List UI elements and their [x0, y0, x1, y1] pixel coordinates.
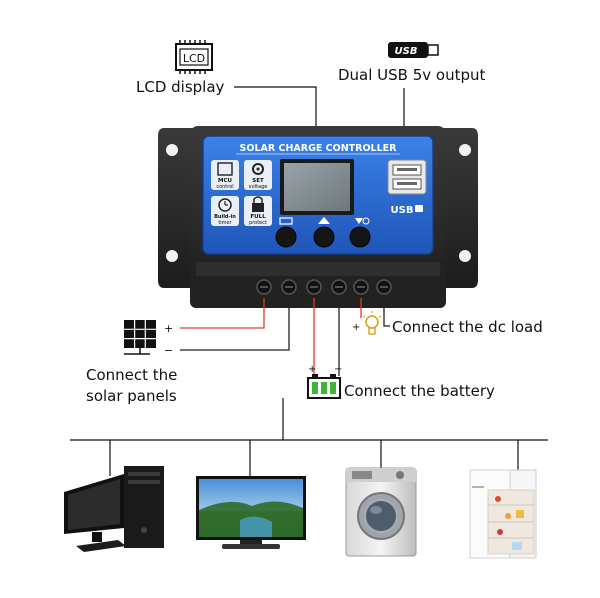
build-in-timer-icon: Build-in timer — [211, 196, 239, 226]
refrigerator-image — [469, 469, 537, 559]
usb-icon-text: USB — [395, 46, 418, 57]
menu-button[interactable] — [275, 226, 297, 248]
full-protect-icon: FULL protect — [244, 196, 272, 226]
load-plus-sign: + — [352, 322, 360, 333]
solar-minus-sign: − — [164, 344, 173, 357]
dual-usb-label: Dual USB 5v output — [338, 66, 486, 84]
usb-logo: USB — [391, 205, 423, 216]
panel-usb-label: USB — [391, 205, 414, 216]
button-symbols — [279, 217, 370, 225]
desktop-computer-image — [64, 466, 164, 552]
set-voltage-icon: SET voltage — [244, 160, 272, 190]
lcd-leader-line — [234, 86, 317, 130]
lcd-screen — [284, 163, 350, 211]
warning-icon — [318, 217, 330, 224]
bulb-icon — [362, 217, 370, 225]
build-in-label: Build-in — [214, 214, 236, 220]
connect-solar-label-line1: Connect the — [86, 366, 177, 384]
terminal-screws — [256, 279, 392, 295]
usb-stick-icon: USB — [388, 42, 439, 58]
full-sub: protect — [249, 220, 267, 226]
light-bulb-icon — [362, 311, 382, 335]
washing-machine-image — [345, 467, 417, 557]
connect-solar-label-line2: solar panels — [86, 387, 177, 405]
battery-plus-sign: + — [308, 364, 316, 375]
mount-hole — [459, 144, 471, 156]
mount-hole — [166, 250, 178, 262]
right-mounting-ear — [440, 128, 478, 288]
mount-hole — [166, 144, 178, 156]
mount-hole — [459, 250, 471, 262]
battery-icon — [307, 374, 341, 399]
set-label: SET — [252, 178, 264, 184]
left-mounting-ear — [158, 128, 198, 288]
solar-panel-icon — [124, 320, 156, 355]
distribution-bus — [70, 398, 548, 476]
charge-controller: SOLAR CHARGE CONTROLLER MCU control SET … — [158, 126, 478, 308]
connect-battery-label: Connect the battery — [344, 382, 495, 400]
solar-plus-sign: + — [164, 322, 173, 335]
set-sub: voltage — [249, 184, 268, 190]
solar-positive-wire — [180, 298, 265, 329]
lcd-icon-text: LCD — [183, 52, 205, 65]
load-negative-wire — [383, 298, 390, 327]
controller-title: SOLAR CHARGE CONTROLLER — [240, 143, 398, 154]
load-icon — [355, 218, 363, 224]
television-image — [196, 476, 306, 549]
wiring — [180, 298, 390, 376]
down-button[interactable] — [349, 226, 371, 248]
mcu-sub: control — [216, 184, 233, 190]
lcd-chip-icon: LCD — [175, 40, 213, 74]
usb-ports — [387, 159, 427, 195]
battery-minus-sign: − — [334, 364, 342, 375]
solar-negative-wire — [180, 298, 290, 351]
connect-dc-load-label: Connect the dc load — [392, 318, 543, 336]
up-button[interactable] — [313, 226, 335, 248]
build-in-sub: timer — [218, 220, 232, 226]
mcu-label: MCU — [218, 178, 232, 184]
full-label: FULL — [250, 214, 266, 220]
mcu-control-icon: MCU control — [211, 160, 239, 190]
lcd-display-label: LCD display — [136, 78, 225, 96]
panel-icon — [279, 217, 293, 225]
